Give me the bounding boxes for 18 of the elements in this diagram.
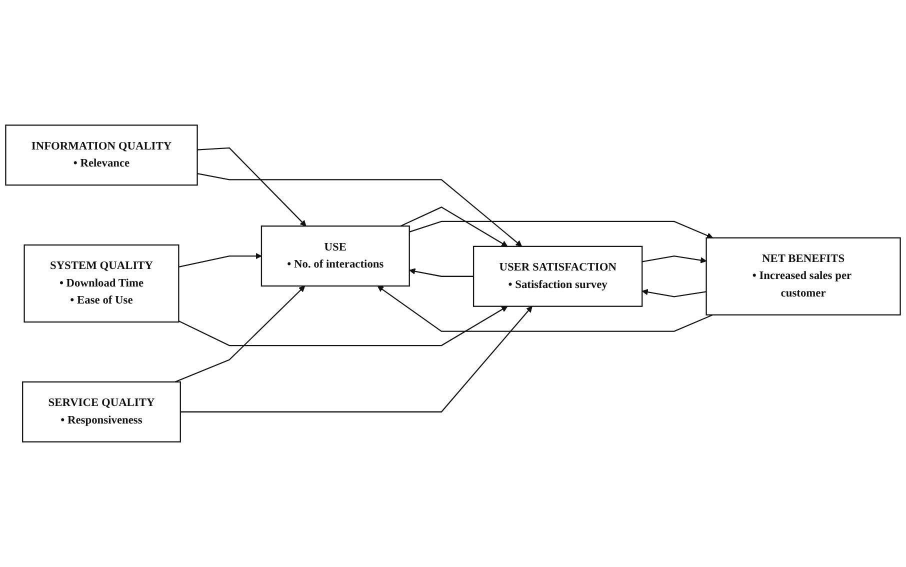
- arrow: [642, 255, 707, 264]
- arrow: [174, 286, 306, 382]
- arrow: [180, 306, 532, 412]
- arrow: [197, 173, 522, 247]
- arrow: [409, 268, 474, 277]
- arrow: [377, 286, 713, 332]
- arrow: [197, 147, 306, 226]
- node-box: USE • No. of interactions: [260, 226, 410, 287]
- node-box: INFORMATION QUALITY • Relevance: [5, 124, 198, 186]
- node-box: USER SATISFACTION • Satisfaction survey: [472, 246, 643, 307]
- arrow: [642, 288, 706, 298]
- arrow: [400, 206, 508, 247]
- arrow: [178, 252, 262, 268]
- node-box: SYSTEM QUALITY • Download Time • Ease of Use: [24, 244, 180, 323]
- node-box: SERVICE QUALITY • Responsiveness: [22, 381, 181, 442]
- arrow: [178, 306, 508, 346]
- arrow: [409, 220, 714, 239]
- node-box: NET BENEFITS • Increased sales per customer: [706, 237, 901, 316]
